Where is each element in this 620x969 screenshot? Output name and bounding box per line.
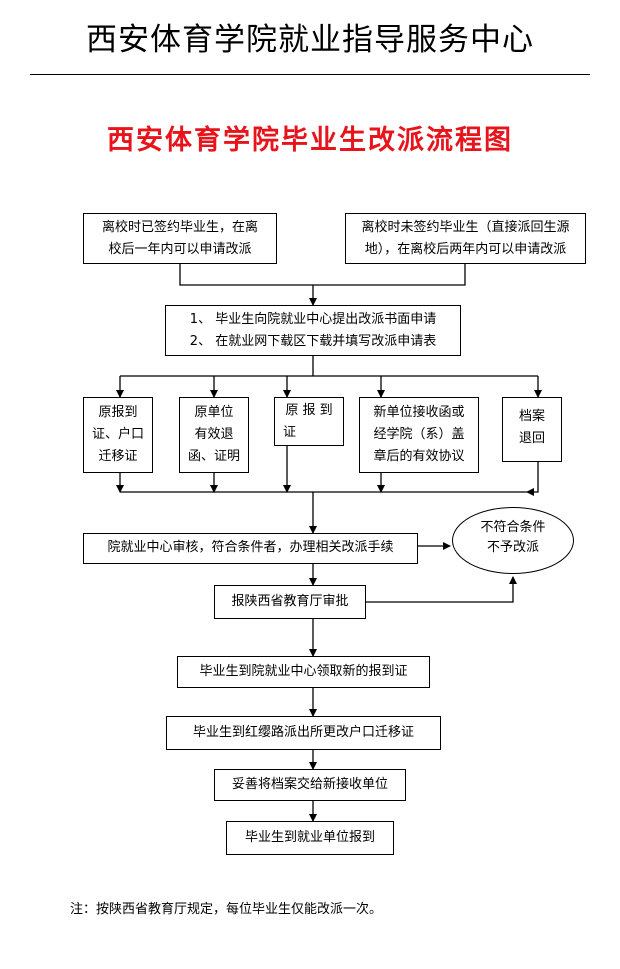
box-apply-steps: 1、 毕业生向院就业中心提出改派书面申请 2、 在就业网下载区下载并填写改派申请… [165, 305, 461, 356]
apply-step-1: 1、 毕业生向院就业中心提出改派书面申请 [189, 312, 437, 327]
arrow-from-material-5 [526, 462, 539, 496]
box-change-hukou: 毕业生到红缨路派出所更改户口迁移证 [166, 716, 441, 750]
oval-reject: 不符合条件 不予改派 [452, 507, 574, 574]
material-4-line-2: 经学院（系）盖 [373, 427, 465, 442]
material-2-line-3: 函、证明 [187, 449, 240, 464]
arrow-approve-to-reject [366, 576, 517, 603]
connector-start-unsigned [313, 264, 466, 286]
material-4-line-3: 章后的有效协议 [373, 449, 465, 464]
material-5-line-2: 退回 [518, 431, 545, 446]
material-3-line-2: 证 [283, 425, 297, 440]
diagram-title: 西安体育学院毕业生改派流程图 [107, 125, 513, 156]
box-review: 院就业中心审核，符合条件者，办理相关改派手续 [83, 533, 418, 564]
material-4-line-1: 新单位接收函或 [373, 405, 465, 420]
review-label: 院就业中心审核，符合条件者，办理相关改派手续 [107, 540, 394, 555]
change-hukou-label: 毕业生到红缨路派出所更改户口迁移证 [192, 725, 414, 740]
box-start-signed: 离校时已签约毕业生，在离 校后一年内可以申请改派 [83, 213, 277, 264]
reject-line-1: 不符合条件 [480, 520, 546, 535]
material-1-line-2: 证、户口 [91, 427, 144, 442]
reject-line-2: 不予改派 [486, 540, 539, 555]
material-1-line-3: 迁移证 [98, 449, 138, 464]
box-approve: 报陕西省教育厅审批 [214, 585, 366, 619]
footer-note: 注：按陕西省教育厅规定，每位毕业生仅能改派一次。 [70, 902, 383, 917]
material-3-line-1: 原 报 到 [285, 403, 333, 418]
box-report-to-employer: 毕业生到就业单位报到 [226, 821, 394, 855]
report-to-employer-label: 毕业生到就业单位报到 [244, 830, 375, 845]
material-2-line-1: 原单位 [194, 405, 234, 420]
box-start-signed-line-1: 离校时已签约毕业生，在离 [101, 220, 258, 235]
box-start-unsigned-line-2: 地），在离校后两年内可以申请改派 [364, 242, 567, 257]
apply-step-2: 2、 在就业网下载区下载并填写改派申请表 [189, 334, 437, 349]
material-1-line-1: 原报到 [98, 405, 138, 420]
box-material-1: 原报到 证、户口 迁移证 [83, 397, 153, 473]
header-divider [30, 74, 590, 75]
box-transfer-archive: 妥善将档案交给新接收单位 [214, 769, 406, 801]
material-5-line-1: 档案 [518, 409, 545, 424]
box-material-3: 原 报 到 证 [274, 397, 344, 446]
receive-certificate-label: 毕业生到院就业中心领取新的报到证 [199, 664, 408, 679]
approve-label: 报陕西省教育厅审批 [231, 594, 349, 609]
material-2-line-2: 有效退 [194, 427, 234, 442]
box-material-5: 档案 退回 [502, 397, 562, 462]
box-receive-certificate: 毕业生到院就业中心领取新的报到证 [177, 656, 430, 688]
transfer-archive-label: 妥善将档案交给新接收单位 [231, 777, 388, 792]
box-material-4: 新单位接收函或 经学院（系）盖 章后的有效协议 [359, 397, 479, 473]
connector-start-signed [179, 264, 313, 286]
org-title: 西安体育学院就业指导服务中心 [86, 22, 534, 58]
box-start-signed-line-2: 校后一年内可以申请改派 [108, 242, 252, 257]
box-start-unsigned-line-1: 离校时未签约毕业生（直接派回生源 [361, 220, 570, 235]
box-start-unsigned: 离校时未签约毕业生（直接派回生源 地），在离校后两年内可以申请改派 [345, 213, 586, 264]
box-material-2: 原单位 有效退 函、证明 [179, 397, 249, 473]
